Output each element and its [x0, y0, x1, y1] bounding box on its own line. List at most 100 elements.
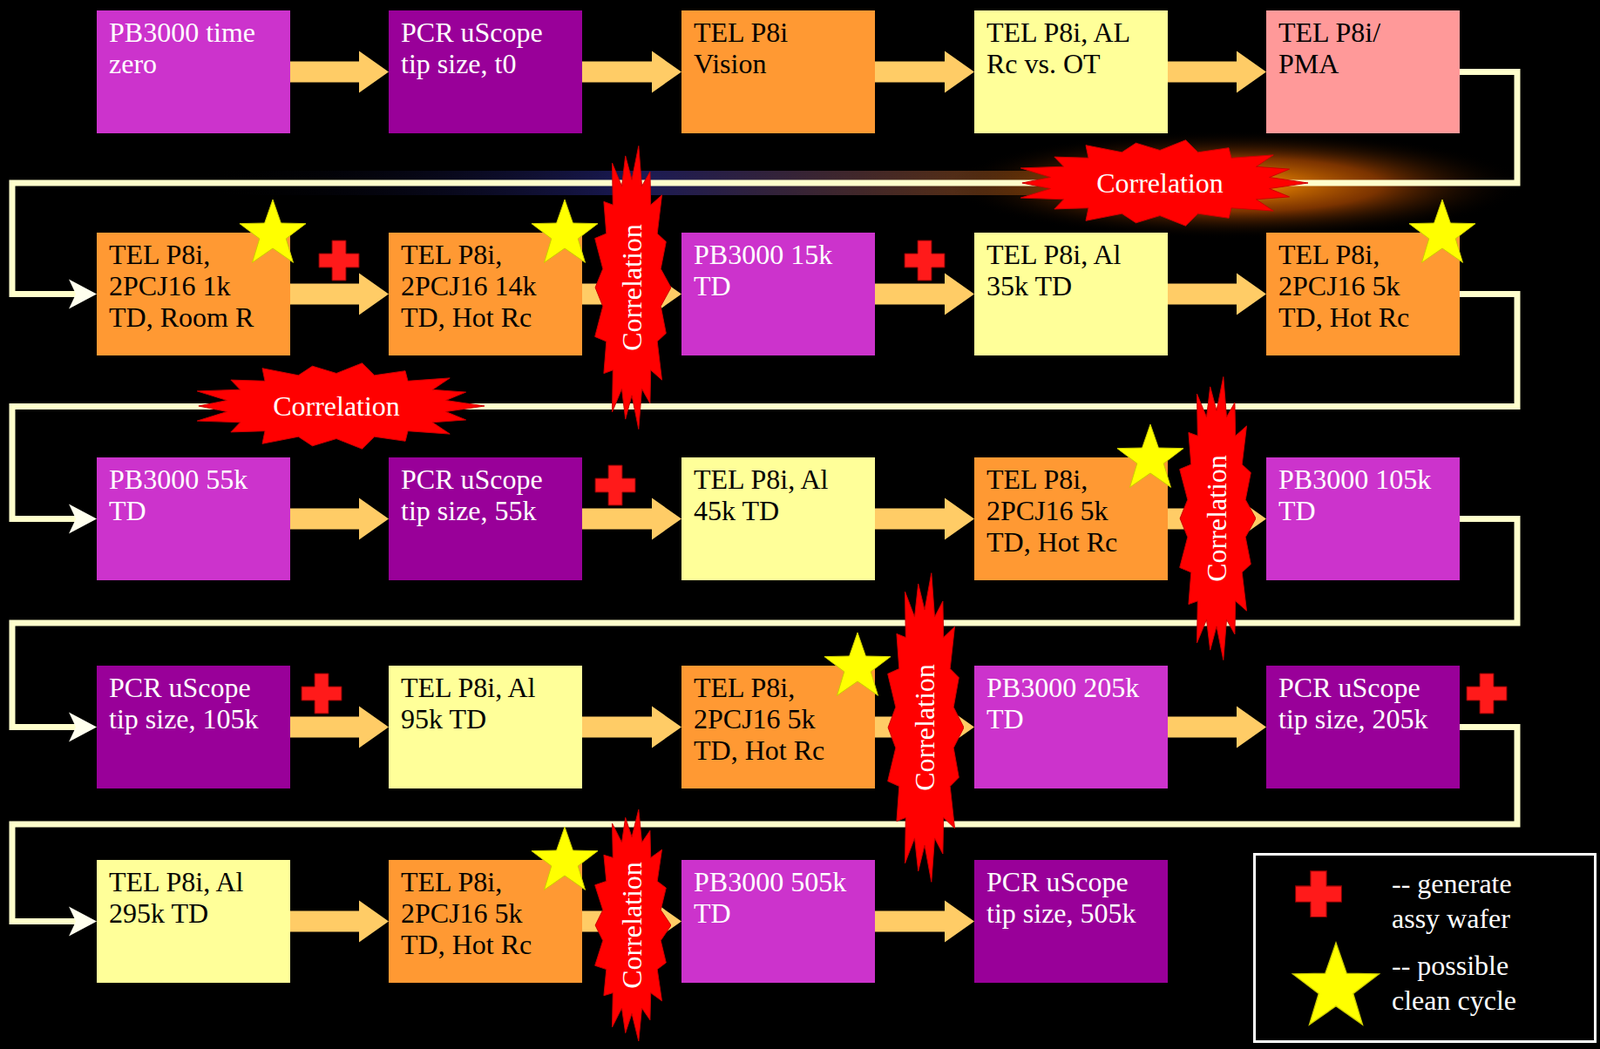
clean-star: [531, 199, 598, 263]
process-box: PB3000 505k TD: [681, 860, 875, 984]
box-label: TEL P8i, 2PCJ16 5k TD, Hot Rc: [1278, 239, 1448, 333]
flow-arrow: [874, 51, 975, 94]
process-box: TEL P8i, Al 295k TD: [96, 860, 291, 984]
process-box: PB3000 55k TD: [96, 457, 291, 581]
flow-connector: [290, 51, 389, 94]
process-box: TEL P8i, 2PCJ16 1k TD, Room R: [96, 232, 291, 356]
box-label: TEL P8i, 2PCJ16 14k TD, Hot Rc: [400, 239, 570, 333]
box-label: PB3000 time zero: [108, 17, 278, 81]
box-label: TEL P8i, 2PCJ16 5k TD, Hot Rc: [400, 867, 570, 961]
box-label: TEL P8i, AL Rc vs. OT: [986, 17, 1156, 81]
box-label: PCR uScope tip size, 205k: [1278, 672, 1448, 736]
process-box: TEL P8i/ PMA: [1266, 10, 1460, 134]
box-label: TEL P8i, Al 45k TD: [693, 464, 863, 528]
process-box: TEL P8i, Al 35k TD: [974, 232, 1168, 356]
flow-arrow: [582, 706, 682, 749]
flow-connector: [582, 51, 682, 94]
box-label: TEL P8i, 2PCJ16 5k TD, Hot Rc: [693, 672, 863, 767]
flow-arrow: [290, 273, 389, 316]
process-box: TEL P8i Vision: [681, 10, 875, 134]
process-box: PCR uScope tip size, t0: [388, 10, 583, 134]
burst-label: Correlation: [617, 861, 646, 990]
process-box: TEL P8i, 2PCJ16 5k TD, Hot Rc: [974, 457, 1168, 581]
correlation-burst: Correlation: [592, 807, 672, 1044]
process-box: PCR uScope tip size, 505k: [974, 860, 1168, 984]
box-label: TEL P8i, Al 95k TD: [400, 672, 570, 736]
burst-shape: [1179, 377, 1256, 661]
clean-star: [1117, 424, 1184, 488]
flow-arrow: [290, 706, 389, 749]
flow-arrow: [874, 901, 975, 943]
wrap-arrowhead: [68, 907, 97, 937]
flow-arrow: [874, 498, 975, 541]
burst-shape: [196, 363, 485, 449]
wrap-arrowhead: [68, 504, 97, 535]
flow-connector: [290, 706, 389, 749]
process-box: PB3000 205k TD: [974, 665, 1168, 789]
box-label: PB3000 15k TD: [693, 239, 863, 303]
star-sample: [1293, 942, 1380, 1025]
flow-connector: [874, 273, 975, 316]
process-box: TEL P8i, 2PCJ16 14k TD, Hot Rc: [388, 232, 583, 356]
process-box: PCR uScope tip size, 105k: [96, 665, 291, 789]
process-box: PCR uScope tip size, 55k: [388, 457, 583, 581]
legend-label: -- generate assy wafer: [1391, 866, 1558, 936]
burst-label: Correlation: [1202, 454, 1231, 583]
process-box: TEL P8i, 2PCJ16 5k TD, Hot Rc: [388, 860, 583, 984]
box-label: TEL P8i, Al 35k TD: [986, 239, 1156, 303]
flow-connector: [290, 901, 389, 943]
flow-arrow: [874, 273, 975, 316]
box-label: TEL P8i, 2PCJ16 5k TD, Hot Rc: [986, 464, 1156, 558]
box-label: TEL P8i, Al 295k TD: [108, 867, 278, 930]
correlation-burst: Correlation: [1177, 374, 1256, 663]
assy-cross: [318, 240, 360, 281]
flow-connector: [582, 706, 682, 749]
legend-label: -- possible clean cycle: [1391, 948, 1558, 1018]
correlation-burst: Correlation: [188, 362, 485, 450]
assy-cross: [301, 673, 342, 714]
box-label: PB3000 55k TD: [108, 464, 278, 528]
clean-star: [531, 827, 598, 890]
burst-label: Correlation: [272, 392, 400, 421]
correlation-burst: Correlation: [885, 570, 964, 885]
flow-connector: [874, 498, 975, 541]
box-label: PB3000 105k TD: [1278, 464, 1448, 528]
assy-cross: [1466, 673, 1507, 714]
process-box: TEL P8i, Al 95k TD: [388, 665, 583, 789]
clean-star: [1409, 199, 1476, 263]
assy-cross: [595, 465, 636, 506]
flow-connector: [290, 498, 389, 541]
cross-sample: [1295, 871, 1343, 918]
clean-star: [239, 199, 306, 263]
box-label: PCR uScope tip size, t0: [400, 17, 570, 81]
flow-arrow: [1167, 273, 1267, 316]
burst-shape: [595, 146, 672, 430]
flow-connector: [1167, 706, 1267, 749]
flow-arrow: [582, 498, 682, 541]
assy-cross: [904, 240, 945, 281]
process-box: PB3000 105k TD: [1266, 457, 1460, 581]
burst-shape: [595, 809, 672, 1042]
burst-shape: [1020, 140, 1309, 226]
flow-arrow: [1167, 51, 1267, 94]
flow-connector: [290, 273, 389, 316]
process-box: PB3000 15k TD: [681, 232, 875, 356]
flow-connector: [582, 498, 682, 541]
flow-connector: [1167, 51, 1267, 94]
box-label: TEL P8i Vision: [693, 17, 863, 81]
burst-shape: [888, 573, 964, 883]
wrap-arrowhead: [68, 279, 97, 310]
flow-connector: [874, 51, 975, 94]
flow-arrow: [582, 51, 682, 94]
process-box: PB3000 time zero: [96, 10, 291, 134]
flow-arrow: [1167, 706, 1267, 749]
clean-star: [824, 632, 891, 696]
box-label: TEL P8i, 2PCJ16 1k TD, Room R: [108, 239, 278, 333]
burst-label: Correlation: [1096, 169, 1224, 197]
flow-arrow: [290, 498, 389, 541]
box-label: PCR uScope tip size, 505k: [986, 867, 1156, 930]
box-label: TEL P8i/ PMA: [1278, 17, 1448, 81]
box-label: PCR uScope tip size, 55k: [400, 464, 570, 528]
wrap-arrowhead: [68, 712, 97, 743]
box-label: PB3000 505k TD: [693, 867, 863, 930]
